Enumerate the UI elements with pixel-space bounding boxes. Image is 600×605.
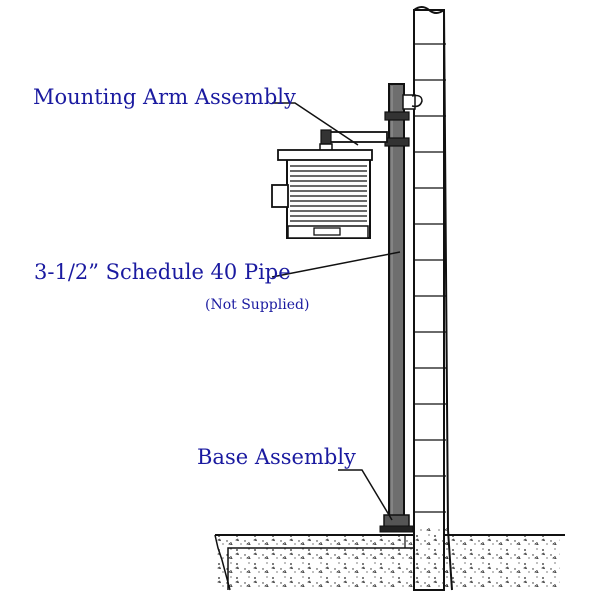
- leader-pipe: [271, 251, 401, 278]
- pipe-label: 3-1/2” Schedule 40 Pipe: [34, 260, 291, 284]
- mounting-arm-assembly-label: Mounting Arm Assembly: [33, 85, 296, 109]
- base-assembly: [379, 514, 414, 533]
- base-assembly-label: Base Assembly: [197, 445, 356, 469]
- leader-base: [338, 469, 393, 521]
- mounting-arm-assembly: [319, 94, 423, 155]
- leader-mounting-arm: [272, 102, 359, 146]
- schedule-40-pipe: [388, 83, 405, 521]
- not-supplied-note: (Not Supplied): [205, 297, 310, 313]
- leader-lines: [271, 102, 401, 521]
- block-wall: [413, 6, 453, 591]
- heater-unit: [271, 149, 373, 239]
- concrete-pad: [214, 534, 565, 591]
